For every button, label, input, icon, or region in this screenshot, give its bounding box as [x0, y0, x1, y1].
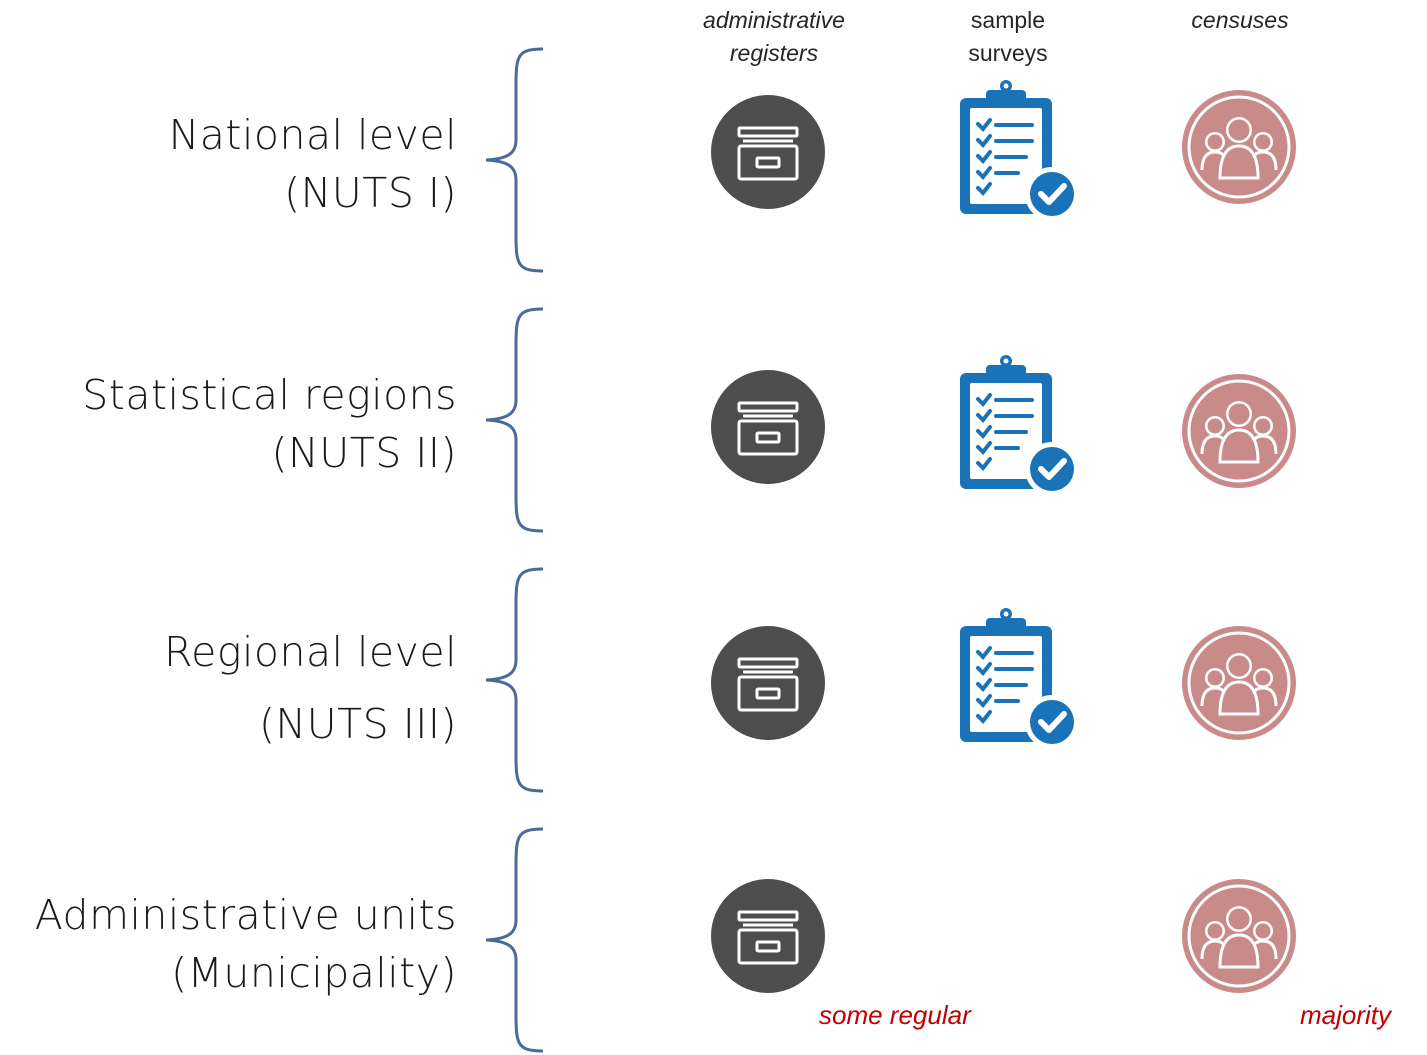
brace-regional: [485, 567, 544, 793]
brace-national: [485, 47, 544, 273]
people-group-icon: [1182, 90, 1296, 204]
level-label-administrative-units: Administrative units (Municipality): [0, 886, 457, 1002]
level-name: National level: [168, 111, 457, 159]
archive-drawer-icon: [711, 626, 825, 740]
level-label-regional: Regional level (NUTS III): [0, 616, 457, 760]
brace-administrative-units: [485, 827, 544, 1053]
level-code: (Municipality): [171, 949, 457, 997]
column-header-administrative-registers: administrative registers: [703, 7, 845, 66]
archive-drawer-icon: [711, 879, 825, 993]
level-code: (NUTS I): [284, 169, 457, 217]
level-name: Statistical regions: [82, 371, 457, 419]
note-censuses: majority: [1300, 1000, 1392, 1030]
level-label-statistical-regions: Statistical regions (NUTS II): [0, 366, 457, 482]
people-group-icon: [1182, 879, 1296, 993]
level-name: Regional level: [164, 628, 457, 676]
clipboard-checklist-icon: [956, 355, 1080, 497]
clipboard-checklist-icon: [956, 80, 1080, 222]
archive-drawer-icon: [711, 370, 825, 484]
people-group-icon: [1182, 374, 1296, 488]
column-header-censuses: censuses: [1191, 7, 1289, 33]
brace-statistical-regions: [485, 307, 544, 533]
archive-drawer-icon: [711, 95, 825, 209]
level-code: (NUTS II): [271, 429, 457, 477]
people-group-icon: [1182, 626, 1296, 740]
level-code: (NUTS III): [258, 700, 457, 748]
clipboard-checklist-icon: [956, 608, 1080, 750]
note-registers: some regular: [819, 1000, 971, 1030]
level-name: Administrative units: [34, 891, 457, 939]
level-label-national: National level (NUTS I): [0, 106, 457, 222]
column-header-sample-surveys: sample surveys: [968, 7, 1048, 66]
